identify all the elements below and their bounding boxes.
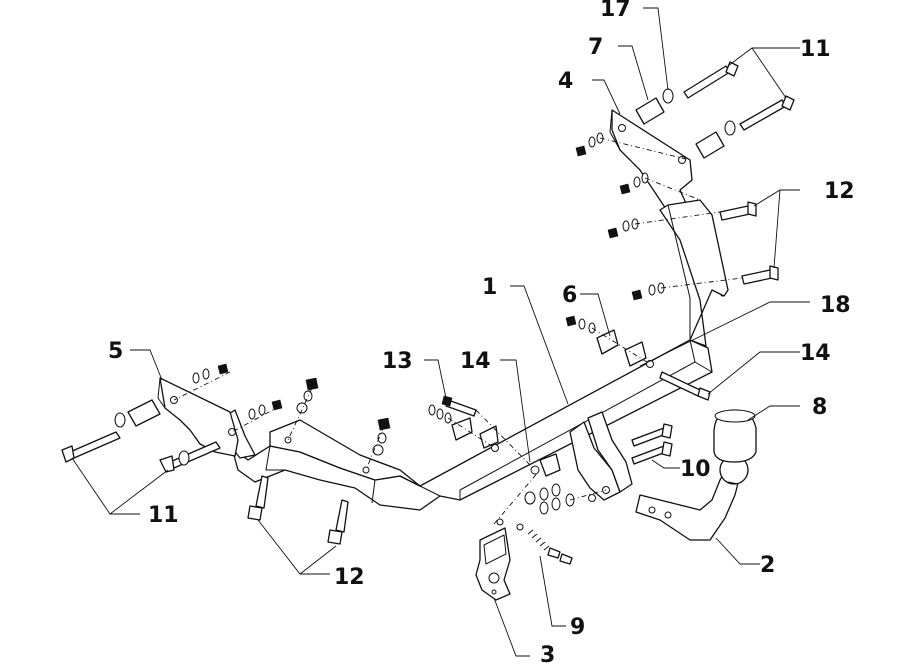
callout-18: 18 [820, 293, 851, 318]
center-mounting-plates [451, 417, 561, 477]
callout-11-left: 11 [148, 503, 179, 528]
callout-6: 6 [562, 283, 577, 308]
callout-4: 4 [558, 69, 573, 94]
right-upper-bracket [609, 109, 729, 347]
callout-14-center: 14 [460, 349, 491, 374]
callout-8: 8 [812, 395, 827, 420]
callout-1: 1 [482, 275, 497, 300]
callout-labels: 17 7 4 11 12 6 1 18 14 8 5 13 14 11 12 1… [108, 0, 855, 666]
tow-ball-neck [635, 455, 749, 541]
callout-12-right: 12 [824, 179, 855, 204]
spring-bolt-assembly [527, 529, 573, 565]
callout-7: 7 [588, 35, 603, 60]
electrical-socket-plate [475, 518, 524, 601]
tow-ball-cover [713, 409, 757, 463]
left-side-bracket [157, 377, 239, 457]
callout-12-left: 12 [334, 565, 365, 590]
callout-17: 17 [600, 0, 631, 22]
callout-3: 3 [540, 643, 555, 666]
callout-leaders [71, 7, 810, 657]
callout-11-top: 11 [800, 37, 831, 62]
small-clamp-plate [596, 329, 654, 368]
callout-5: 5 [108, 339, 123, 364]
callout-14-right: 14 [800, 341, 831, 366]
assembly-center-lines [173, 137, 743, 525]
right-lower-bracket [569, 411, 633, 502]
callout-2: 2 [760, 553, 775, 578]
callout-13: 13 [382, 349, 413, 374]
callout-9: 9 [570, 615, 585, 640]
callout-10: 10 [680, 457, 711, 482]
fasteners [61, 61, 795, 545]
